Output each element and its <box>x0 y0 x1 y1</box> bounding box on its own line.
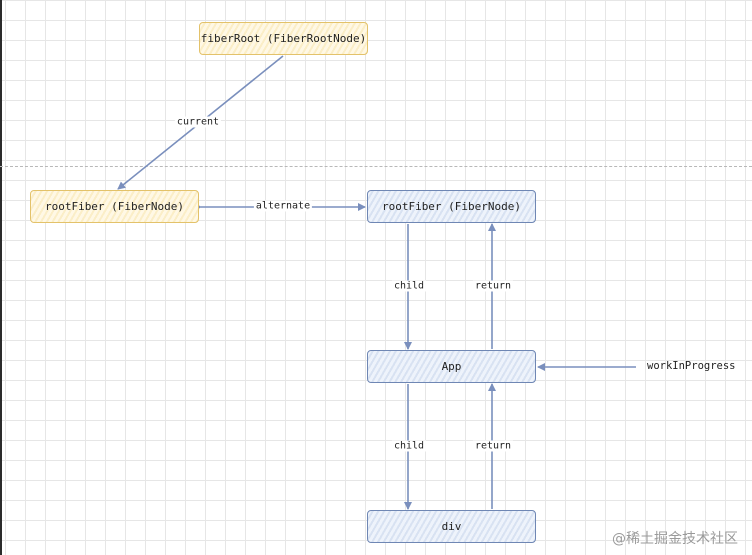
child-label-1: child <box>391 280 427 292</box>
left-border <box>0 0 2 555</box>
return-label-2: return <box>472 440 514 452</box>
watermark: @稀土掘金技术社区 <box>612 531 738 547</box>
current-root-fiber-node: rootFiber (FiberNode) <box>30 190 199 223</box>
child-label-2: child <box>391 440 427 452</box>
current-label: current <box>174 116 222 128</box>
work-in-progress-label: workInProgress <box>647 360 736 372</box>
return-label-1: return <box>472 280 514 292</box>
div-node: div <box>367 510 536 543</box>
dashed-divider <box>0 166 752 167</box>
fiber-root-node: fiberRoot (FiberRootNode) <box>199 22 368 55</box>
alternate-label: alternate <box>253 200 313 212</box>
wip-root-fiber-node: rootFiber (FiberNode) <box>367 190 536 223</box>
app-node: App <box>367 350 536 383</box>
